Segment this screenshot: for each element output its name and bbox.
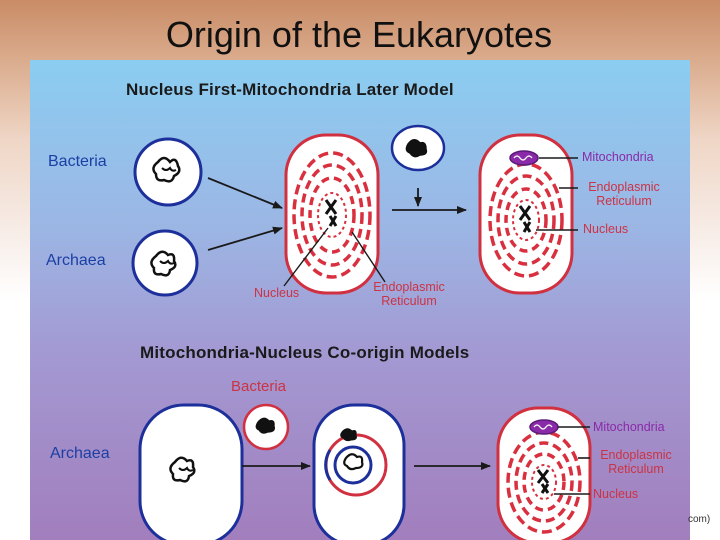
top-bacteria-cell <box>133 137 203 207</box>
top-er-label: Endoplasmic Reticulum <box>576 180 672 208</box>
top-model-heading: Nucleus First-Mitochondria Later Model <box>126 80 454 99</box>
top-engulfed-bacterium <box>390 124 446 172</box>
middle-er-pointer <box>351 231 386 283</box>
bottom-archaea-cell <box>138 403 244 540</box>
bottom-er-label-line2: Reticulum <box>608 462 664 476</box>
top-archaea-label: Archaea <box>46 252 106 269</box>
bottom-model-heading: Mitochondria-Nucleus Co-origin Models <box>140 343 470 362</box>
bacteria-arrow <box>207 177 283 209</box>
bottom-er-label: Endoplasmic Reticulum <box>590 448 682 476</box>
bottom-mito-label: Mitochondria <box>593 420 665 434</box>
bottom-eukaryote-cell <box>496 406 592 540</box>
top-proto-eukaryote-cell <box>284 133 380 295</box>
top-nucleus-label: Nucleus <box>583 222 629 236</box>
top-eukaryote-cell <box>478 133 574 295</box>
middle-er-label-line2: Reticulum <box>381 294 437 308</box>
source-credit: com) <box>688 514 711 525</box>
middle-nucleus-pointer <box>283 227 329 287</box>
middle-er-label: Endoplasmic Reticulum <box>364 280 454 308</box>
top-mito-label: Mitochondria <box>582 150 654 164</box>
middle-er-label-line1: Endoplasmic <box>373 280 445 294</box>
diagram-graphic <box>131 124 592 540</box>
diagram-panel: Nucleus First-Mitochondria Later Model B… <box>30 60 690 540</box>
archaea-arrow <box>207 226 283 251</box>
bottom-bacteria-cell <box>242 403 290 451</box>
top-er-label-line2: Reticulum <box>596 194 652 208</box>
slide-title: Origin of the Eukaryotes <box>165 14 553 55</box>
bottom-engulfing-cell <box>312 403 406 540</box>
top-archaea-cell <box>131 229 199 297</box>
bottom-er-label-line1: Endoplasmic <box>600 448 672 462</box>
top-bacteria-label: Bacteria <box>48 153 107 170</box>
bottom-nucleus-label: Nucleus <box>593 487 639 501</box>
bottom-bacteria-label: Bacteria <box>231 378 287 395</box>
top-er-label-line1: Endoplasmic <box>588 180 660 194</box>
bottom-archaea-label: Archaea <box>50 445 110 462</box>
middle-nucleus-label: Nucleus <box>254 286 300 300</box>
